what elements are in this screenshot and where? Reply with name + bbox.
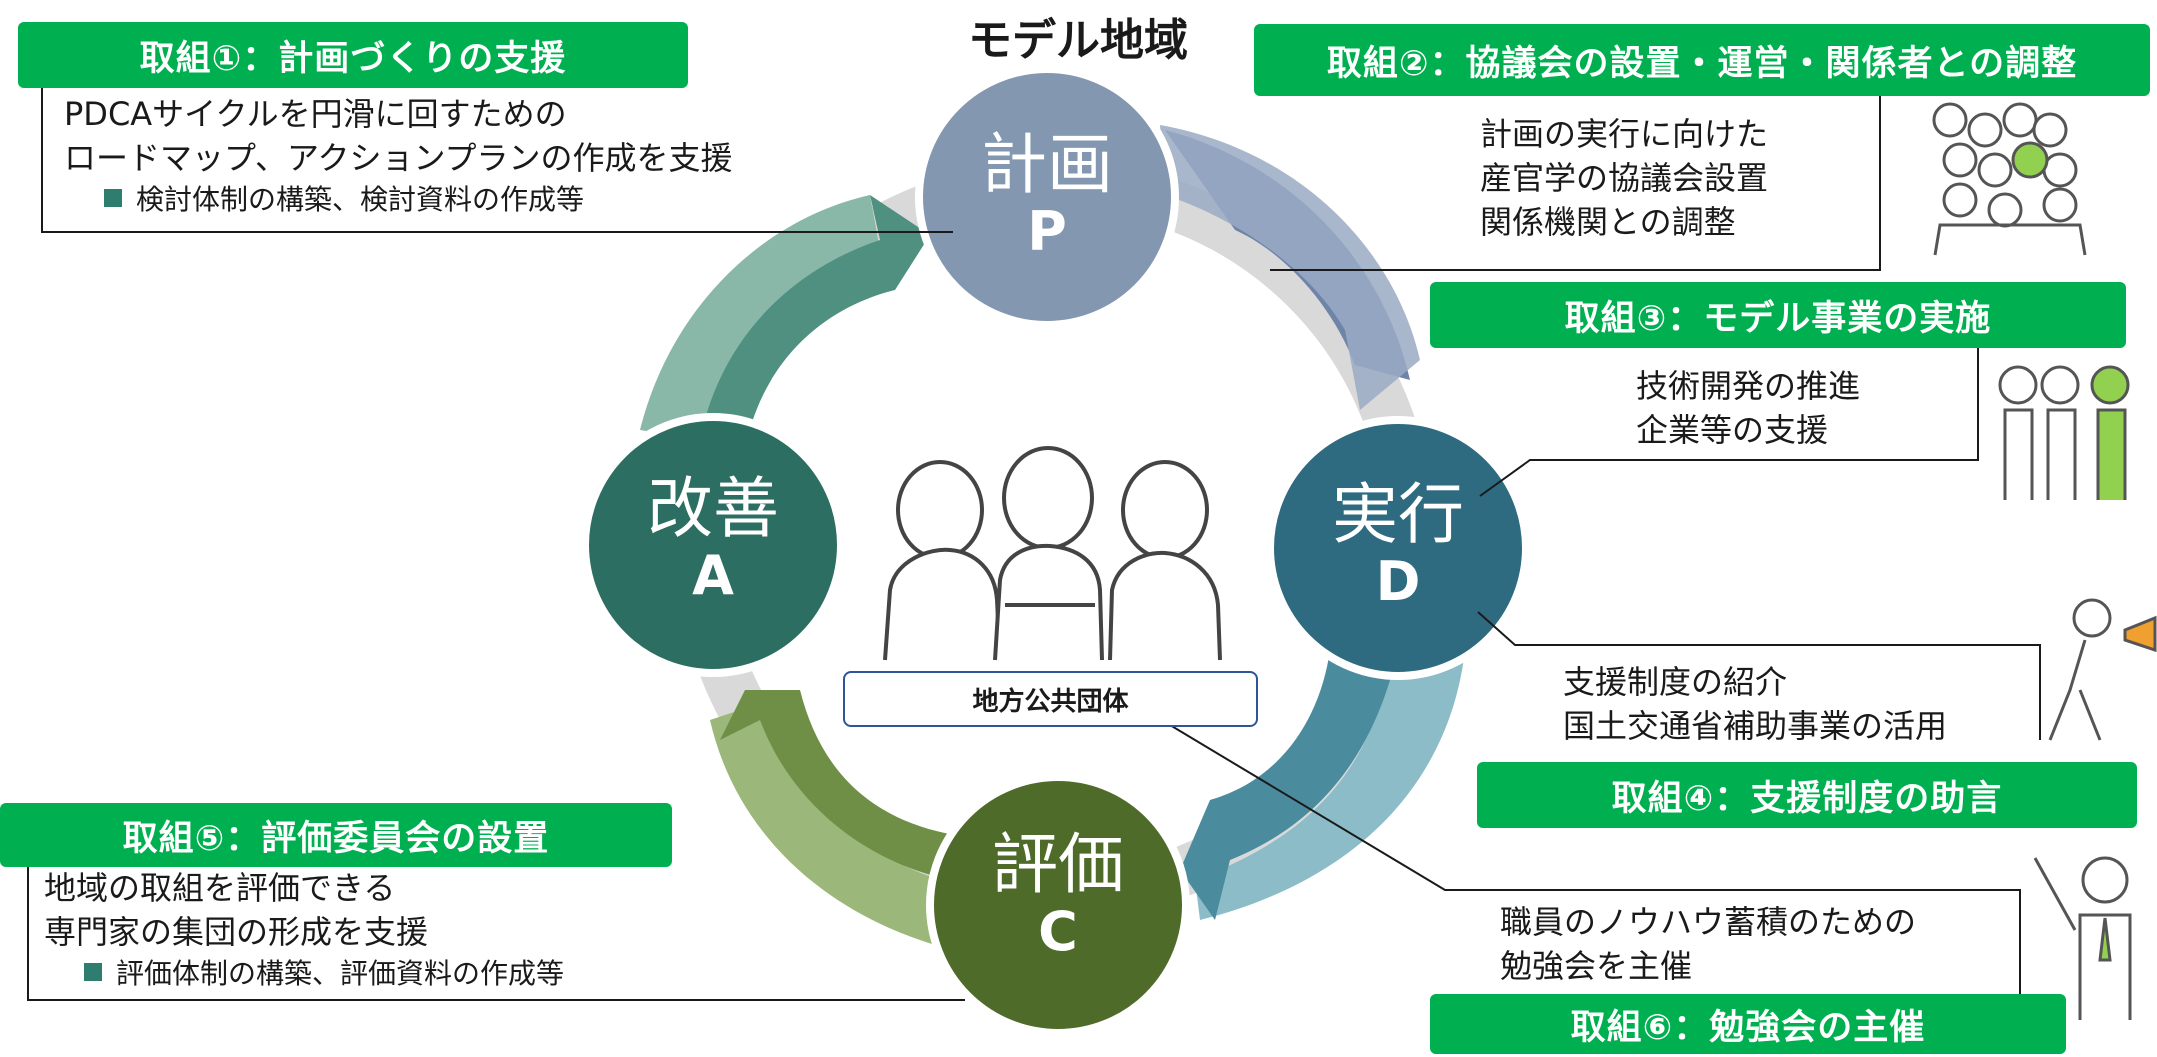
initiative-2-line: 関係機関との調整 (1480, 203, 1736, 241)
initiative-6-line: 勉強会を主催 (1500, 947, 1693, 985)
plan-letter: P (1027, 200, 1067, 263)
connector-lines (27, 68, 2041, 1001)
arrow-plan-to-do (1160, 125, 1420, 410)
plan-kanji: 計画 (981, 126, 1113, 203)
initiative-1-line: ロードマップ、アクションプランの作成を支援 (64, 139, 733, 177)
act-kanji: 改善 (647, 470, 779, 547)
do-label: 実行 D (1270, 478, 1526, 612)
do-kanji: 実行 (1332, 476, 1464, 553)
initiative-6-text: 職員のノウハウ蓄積のための 勉強会を主催 (1500, 900, 1916, 988)
square-bullet-icon (104, 189, 122, 207)
initiative-3-header: 取組③：モデル事業の実施 (1430, 282, 2126, 348)
arrow-do-to-check (1180, 640, 1465, 920)
crowd-icon (1932, 102, 2087, 256)
plan-circle (915, 65, 1179, 329)
center-org-label: 地方公共団体 (843, 671, 1258, 727)
initiative-1-header: 取組①：計画づくりの支援 (18, 22, 688, 88)
initiative-6-line: 職員のノウハウ蓄積のための (1500, 903, 1917, 941)
act-circle (581, 413, 845, 677)
initiative-4-text: 支援制度の紹介 国土交通省補助事業の活用 (1563, 660, 1947, 748)
initiative-5-line: 地域の取組を評価できる (44, 869, 396, 907)
plan-label: 計画 P (919, 128, 1175, 262)
initiative-1-line: PDCAサイクルを円滑に回すための (64, 95, 567, 133)
do-circle (1266, 416, 1530, 680)
initiative-2-header: 取組②：協議会の設置・運営・関係者との調整 (1254, 24, 2150, 96)
initiative-2-line: 産官学の協議会設置 (1480, 159, 1769, 197)
initiative-3-text: 技術開発の推進 企業等の支援 (1636, 364, 1860, 452)
initiative-2-text: 計画の実行に向けた 産官学の協議会設置 関係機関との調整 (1480, 112, 1768, 244)
initiative-3-line: 企業等の支援 (1636, 411, 1829, 449)
check-letter: C (1038, 900, 1078, 963)
initiative-4-header: 取組④：支援制度の助言 (1477, 762, 2137, 828)
act-label: 改善 A (585, 472, 841, 606)
arrow-check-to-act (710, 690, 955, 945)
check-circle (926, 773, 1190, 1037)
initiative-2-line: 計画の実行に向けた (1480, 115, 1769, 153)
do-letter: D (1375, 550, 1421, 613)
act-letter: A (692, 544, 734, 607)
initiative-4-line: 国土交通省補助事業の活用 (1563, 707, 1948, 745)
initiative-5-bullet: 評価体制の構築、評価資料の作成等 (116, 957, 565, 990)
square-bullet-icon (84, 963, 102, 981)
handshake-icon (1998, 365, 2130, 500)
initiative-5-line: 専門家の集団の形成を支援 (44, 913, 429, 951)
initiative-1-text: PDCAサイクルを円滑に回すための ロードマップ、アクションプランの作成を支援 … (64, 92, 732, 220)
check-kanji: 評価 (992, 826, 1124, 903)
initiative-3-line: 技術開発の推進 (1636, 367, 1861, 405)
initiative-5-text: 地域の取組を評価できる 専門家の集団の形成を支援 評価体制の構築、評価資料の作成… (44, 866, 564, 994)
check-label: 評価 C (930, 828, 1186, 962)
page-title: モデル地域 (968, 15, 1188, 66)
initiative-6-header: 取組⑥：勉強会の主催 (1430, 994, 2066, 1054)
initiative-5-header: 取組⑤：評価委員会の設置 (0, 803, 672, 867)
initiative-1-bullet: 検討体制の構築、検討資料の作成等 (136, 183, 585, 216)
arrow-act-to-plan (640, 195, 930, 450)
people-group-icon (883, 446, 1222, 661)
presenter-person-icon (2033, 856, 2132, 1020)
initiative-4-line: 支援制度の紹介 (1563, 663, 1788, 701)
megaphone-person-icon (2048, 598, 2157, 741)
